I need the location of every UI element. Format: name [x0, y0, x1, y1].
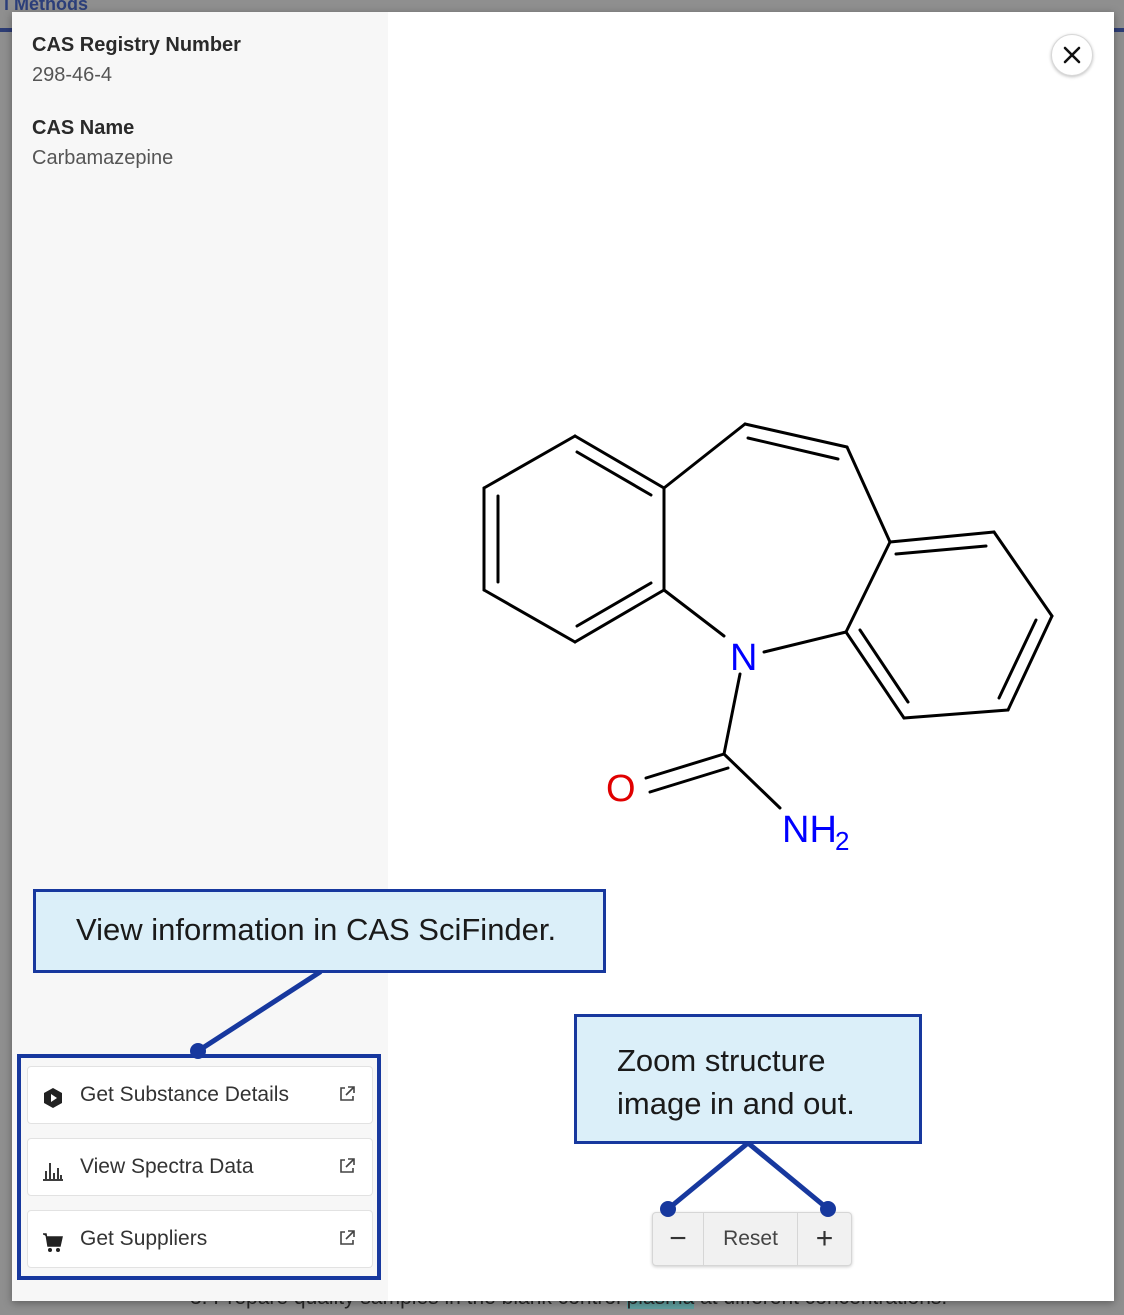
get-suppliers-button[interactable]: Get Suppliers	[27, 1210, 373, 1268]
cas-name-label: CAS Name	[32, 117, 135, 139]
get-substance-details-button[interactable]: Get Substance Details	[27, 1066, 373, 1124]
registry-number-label: CAS Registry Number	[32, 34, 241, 56]
zoom-divider	[703, 1213, 704, 1265]
zoom-out-button[interactable]: −	[669, 1222, 687, 1255]
cas-logo-icon	[44, 1088, 62, 1108]
external-link-icon	[340, 1158, 355, 1173]
zoom-callout-line2: image in and out.	[617, 1086, 855, 1121]
external-link-icon	[340, 1230, 355, 1245]
callout-dot	[660, 1201, 676, 1217]
structure-modal: CAS Registry Number 298-46-4 CAS Name Ca…	[12, 12, 1114, 1301]
zoom-callout: Zoom structure image in and out.	[574, 1014, 922, 1144]
cart-icon	[43, 1233, 63, 1252]
external-link-icon	[340, 1086, 355, 1101]
zoom-reset-button[interactable]: Reset	[723, 1227, 778, 1250]
view-spectra-data-label: View Spectra Data	[80, 1155, 254, 1178]
callout-dot	[820, 1201, 836, 1217]
zoom-controls: − Reset +	[652, 1212, 852, 1266]
registry-number-value: 298-46-4	[32, 64, 113, 86]
get-substance-details-label: Get Substance Details	[80, 1083, 289, 1106]
amine-subscript-label: 2	[835, 826, 849, 856]
oxygen-atom-label: O	[606, 768, 636, 810]
scifinder-callout: View information in CAS SciFinder.	[33, 889, 606, 973]
bar-chart-icon	[43, 1163, 63, 1181]
background-nav-link: l Methods	[4, 0, 88, 14]
callout-dot	[190, 1043, 206, 1059]
substance-info-panel: CAS Registry Number 298-46-4 CAS Name Ca…	[12, 12, 388, 1301]
zoom-in-button[interactable]: +	[815, 1222, 834, 1255]
zoom-divider	[797, 1213, 798, 1265]
close-button[interactable]	[1051, 34, 1093, 76]
get-suppliers-label: Get Suppliers	[80, 1227, 208, 1250]
close-icon	[1063, 46, 1081, 64]
amine-atom-label: NH	[782, 809, 837, 851]
zoom-callout-line1: Zoom structure	[617, 1043, 826, 1078]
structure-image[interactable]: N O NH 2	[12, 12, 1114, 1301]
scifinder-callout-text: View information in CAS SciFinder.	[76, 912, 557, 947]
cas-name-value: Carbamazepine	[32, 147, 174, 169]
nitrogen-atom-label: N	[730, 637, 757, 679]
view-spectra-data-button[interactable]: View Spectra Data	[27, 1138, 373, 1196]
